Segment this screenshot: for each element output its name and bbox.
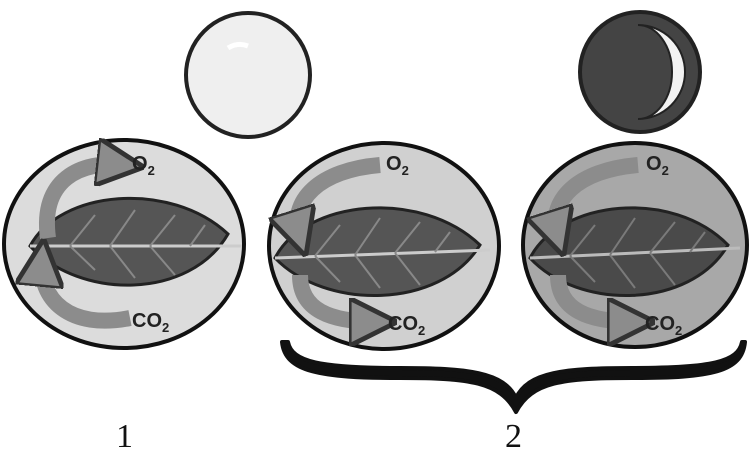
panel-2: O2 CO2 [269,143,499,349]
sun-icon [186,13,310,137]
group-label-2: 2 [505,420,522,454]
group-label-1: 1 [116,420,133,454]
group-brace [282,342,745,412]
panel-1: O2 CO2 [4,140,244,348]
panel-3: O2 CO2 [523,143,747,347]
moon-icon [580,12,700,132]
